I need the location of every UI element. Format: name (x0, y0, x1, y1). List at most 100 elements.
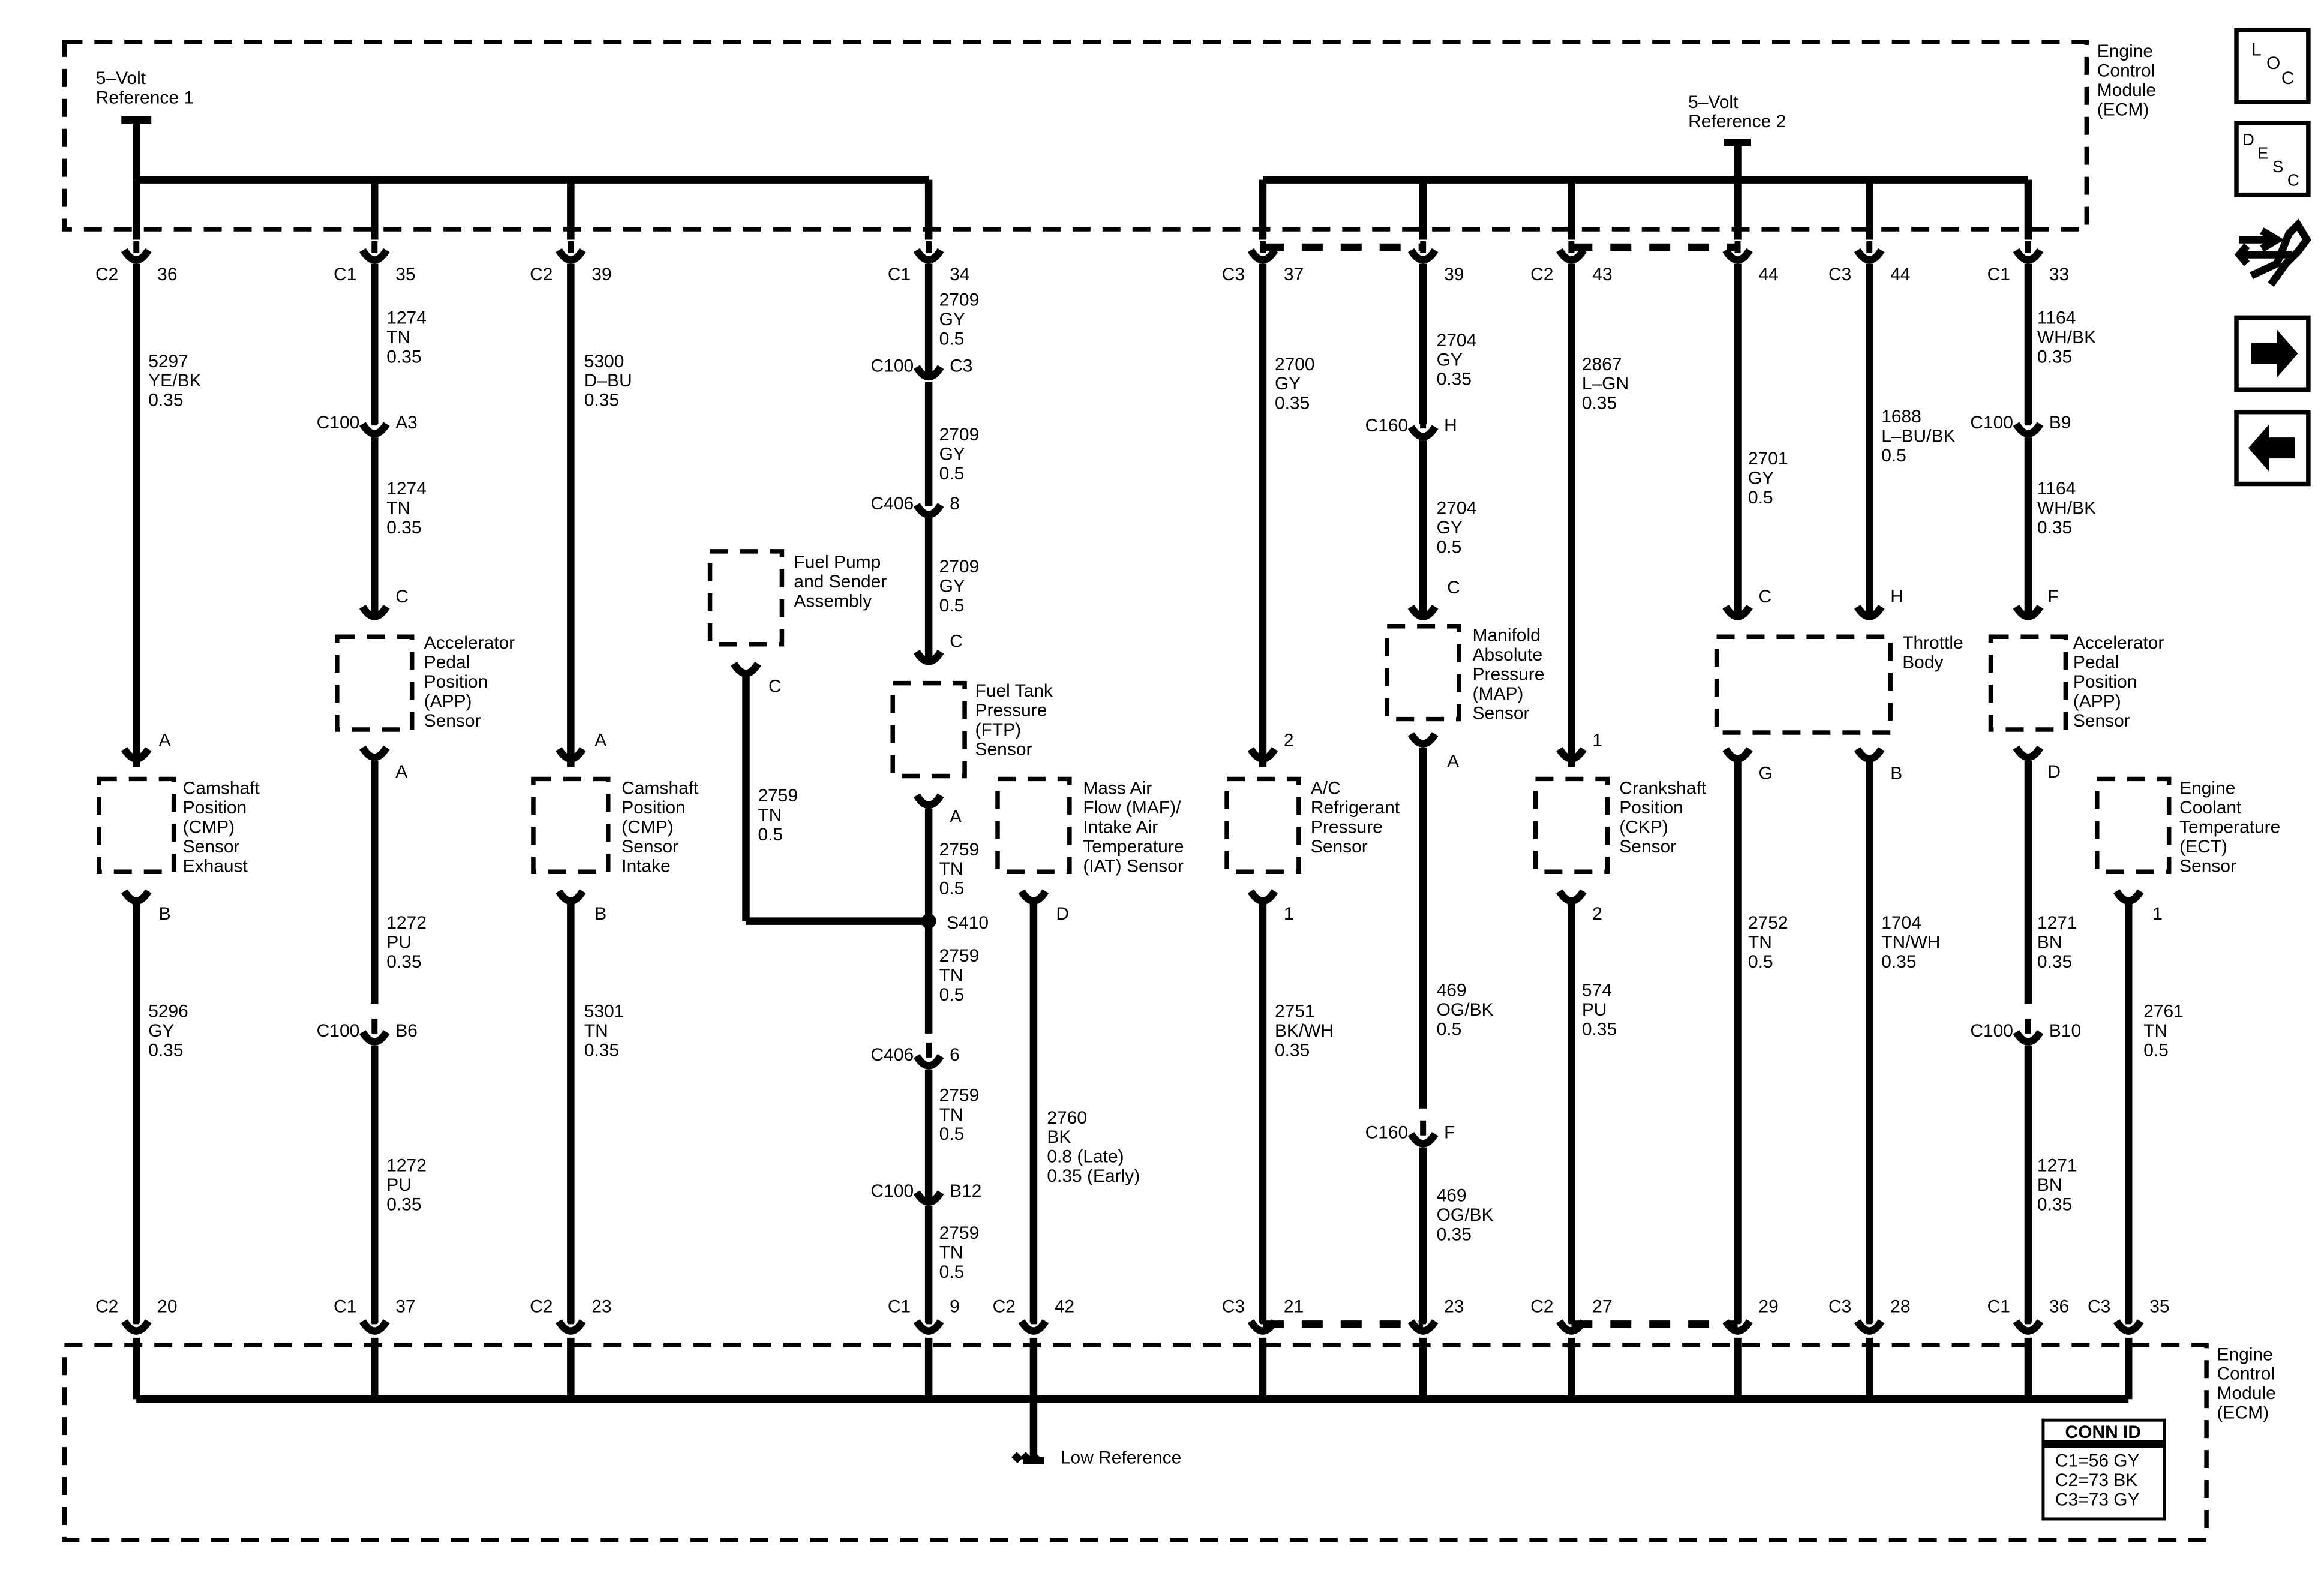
wire-size: 0.35 (148, 1040, 183, 1060)
inline-connector-name: C100 (317, 1021, 360, 1041)
component-name: Sensor (2073, 711, 2130, 731)
conn-id-title: CONN ID (2065, 1422, 2141, 1442)
component-pin: A (395, 762, 407, 782)
inline-connector-pin: B10 (2049, 1021, 2081, 1041)
loc-letter: C (2281, 68, 2295, 88)
loc-button[interactable] (2234, 28, 2311, 104)
component-name: Camshaft (621, 778, 699, 798)
ecm-top-pin (1854, 248, 1885, 264)
sensor-pin (913, 649, 944, 665)
ecm-top-pin (1722, 248, 1753, 264)
component-name: Fuel Tank (975, 681, 1053, 701)
wire-color: TN/WH (1881, 933, 1940, 953)
sensor-pin (121, 747, 152, 763)
component-pin: A (950, 807, 962, 827)
wire-color: L–GN (1582, 374, 1629, 394)
component-name: Camshaft (183, 778, 260, 798)
wire-size: 0.5 (939, 596, 965, 616)
sensor-pin (2013, 745, 2044, 761)
wire-size: 0.35 (1881, 952, 1916, 972)
component-name: Body (1902, 653, 1943, 673)
pin-connector-label: C1 (1987, 1296, 2010, 1316)
ecm-bottom-pin (1854, 1319, 1885, 1335)
pin-number-label: 29 (1758, 1296, 1778, 1316)
component-pin: D (2047, 762, 2061, 782)
pin-number-label: 44 (1758, 265, 1778, 284)
cmp-exhaust-sensor (97, 776, 176, 874)
pin-connector-label: C3 (1222, 265, 1245, 284)
ecm-bottom-frame (62, 1343, 2209, 1542)
wire-color: GY (1275, 374, 1301, 394)
pin-number-label: 23 (591, 1296, 611, 1316)
inline-connector-pin: A3 (395, 413, 418, 433)
pin-connector-label: C3 (1828, 265, 1851, 284)
inline-connector (1407, 425, 1439, 440)
pin-connector-label: C1 (334, 1296, 356, 1316)
wire-size: 0.5 (939, 1262, 965, 1282)
pin-number-label: 39 (591, 265, 611, 284)
component-pin: A (594, 731, 606, 751)
pin-number-label: 35 (2149, 1296, 2169, 1316)
component-name: Intake Air (1083, 817, 1158, 837)
component-name: (APP) (2073, 692, 2121, 712)
component-name: Fuel Pump (794, 552, 881, 572)
pin-number-label: 39 (1444, 265, 1464, 284)
ecm-bottom-pin (1018, 1319, 1049, 1335)
wire-size: 0.5 (939, 879, 965, 899)
connector-pin (926, 241, 932, 253)
component-pin: C (1758, 587, 1771, 607)
ecm-bottom-pin (121, 1319, 152, 1335)
wire-circuit: 2704 (1437, 331, 1477, 350)
wire-color: BK/WH (1275, 1021, 1334, 1041)
pin-number-label: 28 (1890, 1296, 1910, 1316)
inline-connector (2013, 422, 2044, 437)
wire-circuit: 5296 (148, 1001, 188, 1021)
wire-size: 0.35 (1582, 394, 1617, 413)
inline-connector (913, 365, 944, 381)
pin-number-label: 44 (1890, 265, 1910, 284)
inline-connector-pin: B12 (950, 1181, 981, 1201)
wire-color: TN (2143, 1021, 2167, 1041)
pin-number-label: 9 (950, 1296, 960, 1316)
wire-circuit: 574 (1582, 981, 1612, 1001)
wire-color: PU (386, 1175, 412, 1195)
component-name: Accelerator (424, 633, 515, 653)
inline-pin (926, 353, 932, 369)
component-name: Pedal (424, 653, 470, 673)
wire-circuit: 469 (1437, 981, 1467, 1001)
component-name: Position (424, 672, 488, 692)
sensor-pin (359, 745, 390, 761)
connector-pin (1866, 241, 1873, 253)
component-name: Refrigerant (1311, 798, 1400, 818)
pin-number-label: 27 (1592, 1296, 1612, 1316)
wire-circuit: 2751 (1275, 1001, 1315, 1021)
component-name: Position (621, 798, 686, 818)
wire-color: GY (1437, 518, 1463, 538)
wire-size: 0.35 (148, 391, 183, 410)
pin-number-label: 20 (157, 1296, 177, 1316)
inline-pin (371, 410, 378, 426)
wire-size: 0.35 (386, 1195, 421, 1215)
sensor-pin (1247, 747, 1278, 763)
wire-circuit: 2759 (939, 840, 980, 860)
component-name: Pedal (2073, 653, 2119, 673)
wire-color: GY (1437, 350, 1463, 370)
component-pin: H (1890, 587, 1903, 607)
pin-number-label: 33 (2049, 265, 2069, 284)
wire-color: TN (939, 1242, 963, 1262)
component-pin: 2 (1284, 731, 1294, 751)
conn-id-row: C1=56 GY (2055, 1451, 2140, 1471)
ecm-top-pin (913, 248, 944, 264)
pin-connector-label: C2 (1530, 265, 1553, 284)
pin-connector-label: C1 (888, 265, 911, 284)
desc-button[interactable] (2234, 121, 2311, 197)
inline-connector (913, 502, 944, 518)
wire-color: TN (386, 328, 410, 347)
wire-color: OG/BK (1437, 1205, 1494, 1225)
inline-connector-name: C160 (1365, 1123, 1409, 1143)
component-name: (FTP) (975, 720, 1022, 740)
component-name: Accelerator (2073, 633, 2164, 653)
wire-circuit: 2709 (939, 425, 980, 445)
component-pin: A (1447, 751, 1459, 771)
wire-color: TN (939, 859, 963, 879)
